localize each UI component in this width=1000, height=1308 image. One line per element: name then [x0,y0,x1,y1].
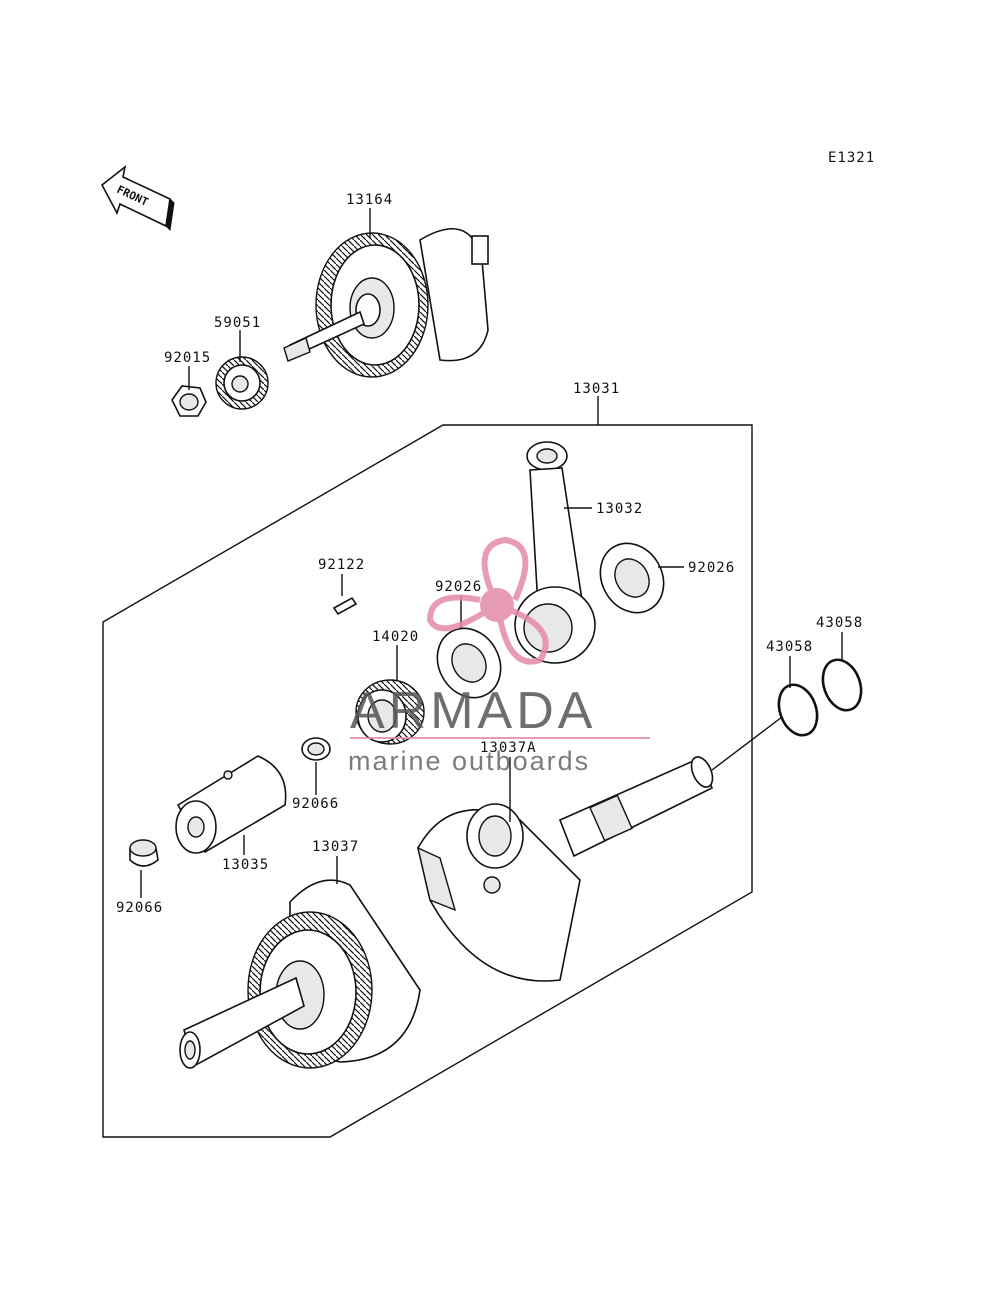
needle-bearing-14020 [355,679,425,745]
balancer-shaft-gear-13164 [283,228,489,378]
label-13031: 13031 [573,381,620,397]
watermark: ARMADA marine outboards [348,536,650,776]
watermark-brand: ARMADA [350,682,596,740]
crankshaft-gear-13037 [179,879,421,1069]
watermark-tagline: marine outboards [348,746,590,776]
label-92066-mid: 92066 [292,796,339,812]
pin-92122 [332,596,358,616]
label-13037: 13037 [312,839,359,855]
connecting-rod-13032 [514,441,596,664]
small-gear-59051 [215,356,269,410]
nut-92015 [171,385,207,417]
label-43058-upper: 43058 [816,615,863,631]
bushing-92066-left [129,839,159,867]
crank-pin-13035 [175,755,287,854]
label-92066-left: 92066 [116,900,163,916]
label-92122: 92122 [318,557,365,573]
label-14020: 14020 [372,629,419,645]
assembly-frame-13031 [102,424,753,1138]
thrust-washer-92026-left [436,627,502,699]
label-13164: 13164 [346,192,393,208]
thrust-washer-92026-right [599,542,665,614]
label-92015: 92015 [164,350,211,366]
label-13032: 13032 [596,501,643,517]
label-92026-left: 92026 [435,579,482,595]
front-arrow-icon: FRONT [100,165,175,232]
propeller-logo-icon [426,536,549,665]
ring-43058-lower [777,683,819,737]
label-43058-lower: 43058 [766,639,813,655]
label-13037A: 13037A [480,740,537,756]
part-labels: 13164 59051 92015 13031 13032 92026 9212… [116,192,863,916]
label-92026-right: 92026 [688,560,735,576]
label-13035: 13035 [222,857,269,873]
diagram-code: E1321 [828,150,875,166]
ring-43058-upper [821,658,863,712]
crankshaft-half-13037A [416,756,714,982]
bushing-92066-mid [301,737,331,761]
label-59051: 59051 [214,315,261,331]
